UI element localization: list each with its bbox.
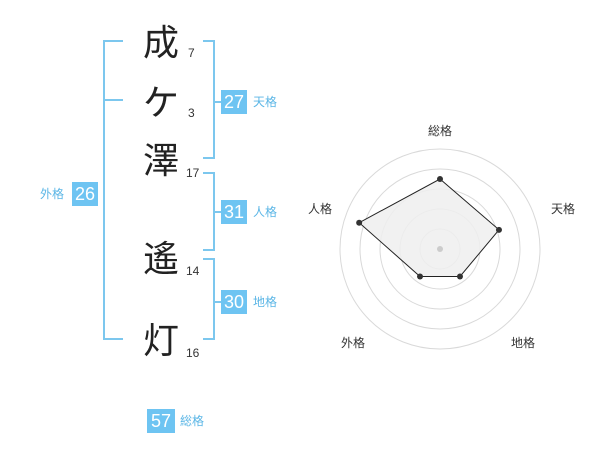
- stroke-count-1: 7: [188, 46, 195, 60]
- soukaku-badge: 57: [147, 409, 175, 433]
- radar-ring-4: [359, 168, 521, 330]
- chikaku-bracket-vertical: [213, 258, 215, 340]
- jinkaku-connector: [213, 211, 221, 213]
- tenkaku-label: 天格: [253, 95, 278, 109]
- tenkaku-bracket-top: [203, 40, 215, 42]
- radar-point-3: [456, 273, 463, 280]
- radar-point-1: [437, 176, 443, 182]
- chikaku-label: 地格: [253, 295, 278, 309]
- jinkaku-badge: 31: [221, 200, 247, 224]
- radar-point-5: [356, 219, 363, 226]
- name-char-4: 遙: [143, 239, 180, 280]
- radar-center-dot: [437, 246, 443, 252]
- stroke-count-2: 3: [188, 106, 195, 120]
- gaikaku-bracket-bottom: [103, 338, 123, 340]
- tenkaku-bracket-vertical: [213, 40, 215, 159]
- gaikaku-bracket-vertical: [103, 40, 105, 340]
- radar-point-4: [417, 273, 424, 280]
- chikaku-connector: [213, 301, 221, 303]
- name-char-2: ケ: [143, 83, 180, 124]
- stroke-count-4: 14: [186, 264, 200, 278]
- stroke-count-3: 17: [186, 166, 200, 180]
- tenkaku-badge: 27: [221, 90, 247, 114]
- radar-points: [356, 176, 502, 280]
- name-char-3: 澤: [143, 141, 180, 182]
- radar-label-chikaku: 地格: [511, 336, 536, 350]
- tenkaku-bracket-bottom: [203, 157, 215, 159]
- soukaku-label: 総格: [180, 414, 205, 428]
- radar-label-soukaku: 総格: [428, 124, 453, 138]
- jinkaku-bracket-bottom: [203, 249, 215, 251]
- gaikaku-badge: 26: [72, 182, 98, 206]
- radar-polygon: [358, 178, 500, 277]
- jinkaku-bracket-top: [203, 172, 215, 174]
- gaikaku-bracket-mid: [103, 99, 123, 101]
- jinkaku-label: 人格: [253, 205, 278, 219]
- radar-point-2: [495, 226, 502, 233]
- radar-label-tenkaku: 天格: [551, 202, 576, 216]
- chikaku-bracket-bottom: [203, 338, 215, 340]
- radar-label-jinkaku: 人格: [308, 202, 333, 216]
- chikaku-bracket-top: [203, 258, 215, 260]
- name-char-5: 灯: [143, 321, 180, 362]
- stroke-count-5: 16: [186, 346, 200, 360]
- radar-label-gaikaku: 外格: [341, 336, 366, 350]
- gaikaku-label: 外格: [40, 187, 65, 201]
- radar-ring-5: [339, 148, 541, 350]
- gaikaku-bracket-top: [103, 40, 123, 42]
- tenkaku-connector: [213, 101, 221, 103]
- name-char-1: 成: [143, 23, 180, 64]
- chikaku-badge: 30: [221, 290, 247, 314]
